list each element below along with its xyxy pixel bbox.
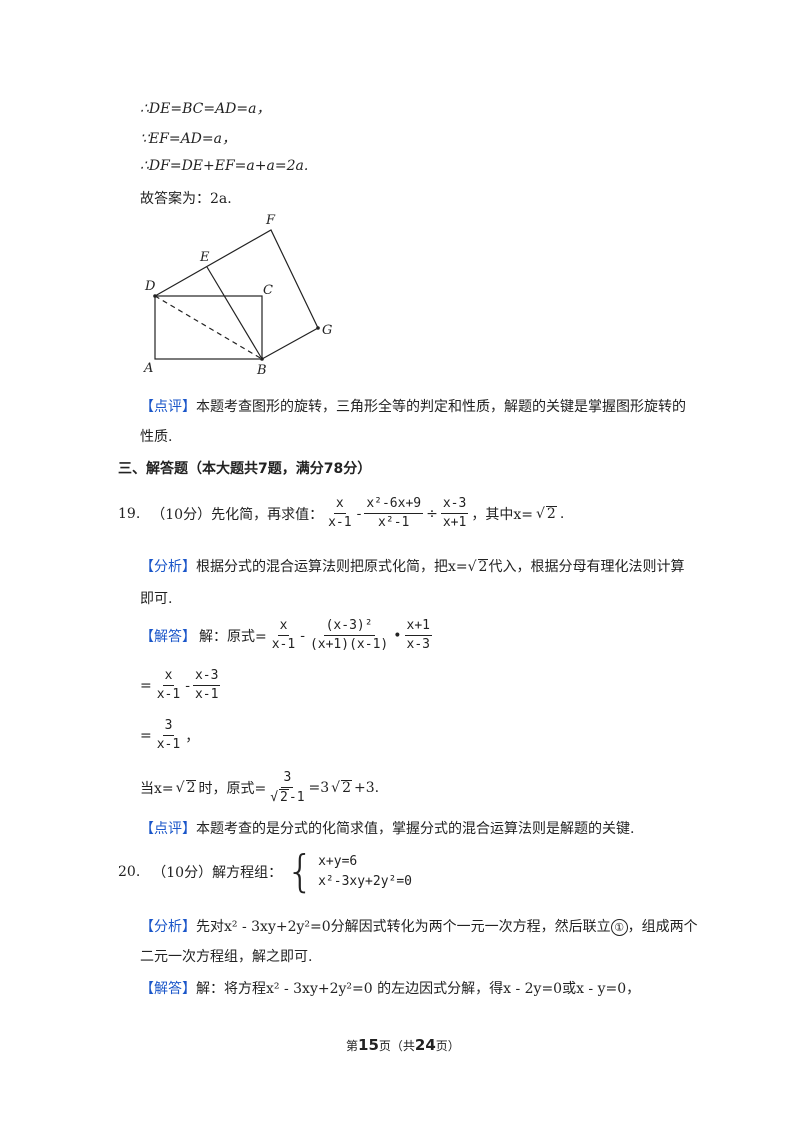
derivation-line-3: ∴DF=DE+EF=a+a=2a. bbox=[140, 158, 309, 174]
label-f: F bbox=[265, 213, 276, 228]
label-c: C bbox=[263, 283, 273, 298]
geometry-figure: D E F C G A B bbox=[143, 213, 332, 378]
rectangle-abcd bbox=[154, 295, 263, 360]
analysis-20: 【分析】先对x² - 3xy+2y²=0分解因式转化为两个一元一次方程，然后联立… bbox=[140, 919, 698, 936]
answer-20: 【解答】解：将方程x² - 3xy+2y²=0 的左边因式分解，得x - 2y=… bbox=[140, 981, 641, 997]
page-footer: 第15页（共24页） bbox=[346, 1036, 460, 1054]
label-g: G bbox=[322, 323, 332, 338]
review-paragraph-1: 【点评】本题考查图形的旋转，三角形全等的判定和性质，解题的关键是掌握图形旋转的 bbox=[140, 399, 686, 415]
review-paragraph-1-cont: 性质. bbox=[140, 429, 173, 445]
square-outline bbox=[154, 229, 319, 360]
dashed-segment-db bbox=[154, 295, 263, 360]
review-19: 【点评】本题考查的是分式的化简求值，掌握分式的混合运算法则是解题的关键. bbox=[140, 821, 635, 837]
label-a: A bbox=[143, 361, 153, 376]
review-tag: 【点评】 bbox=[140, 399, 196, 415]
segment-eb bbox=[206, 266, 263, 360]
label-d: D bbox=[144, 279, 156, 294]
analysis-20-cont: 二元一次方程组，解之即可. bbox=[140, 949, 313, 965]
answer-line: 故答案为：2a. bbox=[140, 191, 232, 207]
label-e: E bbox=[199, 250, 210, 265]
derivation-line-1: ∴DE=BC=AD=a， bbox=[140, 101, 271, 117]
analysis-19: 【分析】根据分式的混合运算法则把原式化简，把x=√2代入，根据分母有理化法则计算 bbox=[140, 559, 685, 575]
derivation-line-2: ∵EF=AD=a， bbox=[140, 131, 236, 147]
label-b: B bbox=[256, 363, 267, 378]
section-title: 三、解答题（本大题共7题，满分78分） bbox=[118, 461, 372, 477]
analysis-19-cont: 即可. bbox=[140, 591, 173, 607]
